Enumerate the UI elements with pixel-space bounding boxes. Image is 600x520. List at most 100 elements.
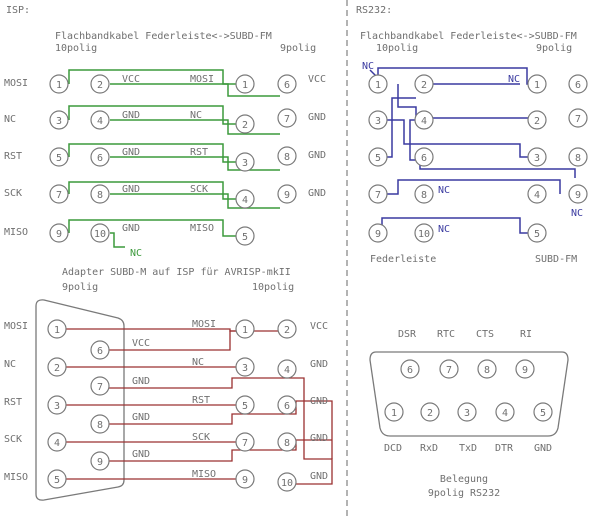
isp-wire-2 bbox=[110, 83, 280, 97]
isp-right-rst: RST bbox=[190, 147, 208, 158]
pinout-label-dtr: DTR bbox=[495, 443, 514, 454]
pinout-pin-2-label: 2 bbox=[427, 408, 433, 419]
isp-pin-8-label: 8 bbox=[97, 190, 103, 201]
rs232-sub-pin-8 bbox=[568, 147, 588, 167]
adapter-subd-pin-8 bbox=[90, 414, 110, 434]
adapter-title: Adapter SUBD-M auf ISP für AVRISP-mkII bbox=[62, 267, 291, 278]
isp-pin-7-label: 7 bbox=[56, 190, 62, 201]
adapter-end-gnd-10: GND bbox=[310, 471, 328, 482]
isp-subd-pin-3 bbox=[235, 152, 255, 172]
isp-pin-10 bbox=[90, 223, 110, 243]
rs232-fl-pin-9-label: 9 bbox=[375, 229, 381, 240]
adapter-mid-nc: NC bbox=[192, 357, 204, 368]
rs232-fl-pin-6 bbox=[414, 147, 434, 167]
isp-pin-4-label: 4 bbox=[97, 116, 103, 127]
rs232-fl-pin-7-label: 7 bbox=[375, 190, 381, 201]
adapter-end-gnd-4: GND bbox=[310, 359, 328, 370]
rs232-sub-pin-5 bbox=[527, 223, 547, 243]
rs232-fl-pin-3-label: 3 bbox=[375, 116, 381, 127]
isp-wire-5 bbox=[68, 143, 245, 163]
rs232-section-title: RS232: bbox=[356, 5, 392, 16]
isp-cable-title: Flachbandkabel Federleiste<->SUBD-FM bbox=[55, 31, 272, 42]
rs232-sub-pin-1 bbox=[527, 74, 547, 94]
rs232-nc-top-left: NC bbox=[362, 61, 374, 72]
isp-subd-pin-1 bbox=[235, 74, 255, 94]
adapter-isp-pin-5-label: 5 bbox=[242, 401, 248, 412]
isp-mid-vcc: VCC bbox=[122, 74, 140, 85]
rs232-sub-pin-7 bbox=[568, 108, 588, 128]
rs232-wire-4 bbox=[382, 119, 537, 158]
pinout-pin-6-label: 6 bbox=[407, 365, 413, 376]
isp-pin-9-label: 9 bbox=[56, 229, 62, 240]
adapter-isp-pin-6-label: 6 bbox=[284, 401, 290, 412]
adapter-bottom-gnd-9: GND bbox=[132, 449, 150, 460]
adapter-mid-miso: MISO bbox=[192, 469, 216, 480]
rs232-sub-pin-6 bbox=[568, 74, 588, 94]
isp-subd-pin-8-label: 8 bbox=[284, 152, 290, 163]
isp-subd-pin-7 bbox=[277, 108, 297, 128]
rs232-sub-pin-4 bbox=[527, 184, 547, 204]
pinout-label-dsr: DSR bbox=[398, 329, 417, 340]
rs232-wire-9 bbox=[381, 217, 537, 234]
pinout-pin-6 bbox=[400, 359, 420, 379]
rs232-footer-right: SUBD-FM bbox=[535, 254, 577, 265]
rs232-fl-pin-7 bbox=[368, 184, 388, 204]
isp-subd-pin-3-label: 3 bbox=[242, 158, 248, 169]
pinout-pin-7 bbox=[439, 359, 459, 379]
rs232-pinout-section: DSR RTC CTS RI 6 7 8 9 1 2 3 4 5 DCD RxD… bbox=[369, 329, 569, 499]
adapter-sig-nc: NC bbox=[4, 359, 16, 370]
adapter-isp-pin-7-label: 7 bbox=[242, 438, 248, 449]
rs232-fl-pin-4 bbox=[414, 110, 434, 130]
rs232-right-poles: 9polig bbox=[536, 43, 572, 54]
adapter-sig-miso: MISO bbox=[4, 472, 28, 483]
isp-mid-gnd-4: GND bbox=[122, 184, 140, 195]
isp-subd-pin-9 bbox=[277, 184, 297, 204]
isp-subd-pin-2 bbox=[235, 114, 255, 134]
rs232-sub-pin-1-label: 1 bbox=[534, 80, 540, 91]
rs232-footer-left: Federleiste bbox=[370, 254, 436, 265]
isp-subd-pin-6 bbox=[277, 74, 297, 94]
pinout-label-rxd: RxD bbox=[420, 443, 438, 454]
pinout-connector-outline bbox=[369, 351, 569, 437]
rs232-fl-pin-5 bbox=[368, 147, 388, 167]
adapter-isp-pin-3-label: 3 bbox=[242, 363, 248, 374]
isp-end-gnd-2: GND bbox=[308, 112, 326, 123]
adapter-subd-pin-5-label: 5 bbox=[54, 475, 60, 486]
rs232-fl-pin-8-label: 8 bbox=[421, 190, 427, 201]
isp-wire-3 bbox=[68, 105, 245, 125]
rs232-fl-pin-9 bbox=[368, 223, 388, 243]
isp-pin-5 bbox=[49, 147, 69, 167]
rs232-fl-pin-5-label: 5 bbox=[375, 153, 381, 164]
pinout-pin-2 bbox=[420, 402, 440, 422]
isp-section-title: ISP: bbox=[6, 5, 30, 16]
isp-pin-1 bbox=[49, 74, 69, 94]
rs232-section: RS232: Flachbandkabel Federleiste<->SUBD… bbox=[356, 5, 588, 265]
isp-subd-pin-4-label: 4 bbox=[242, 195, 248, 206]
isp-mid-gnd-5: GND bbox=[122, 223, 140, 234]
adapter-subd-pin-5 bbox=[47, 469, 67, 489]
isp-sig-rst: RST bbox=[4, 151, 22, 162]
adapter-sig-rst: RST bbox=[4, 397, 22, 408]
isp-right-miso: MISO bbox=[190, 223, 214, 234]
isp-right-sck: SCK bbox=[190, 184, 208, 195]
rs232-fl-pin-2-label: 2 bbox=[421, 80, 427, 91]
isp-wire-8 bbox=[110, 193, 280, 209]
adapter-isp-pin-3 bbox=[235, 357, 255, 377]
pinout-label-txd: TxD bbox=[459, 443, 477, 454]
adapter-sig-mosi: MOSI bbox=[4, 321, 28, 332]
pinout-pin-4 bbox=[495, 402, 515, 422]
rs232-sub-pin-4-label: 4 bbox=[534, 190, 540, 201]
adapter-subd-pin-1 bbox=[47, 319, 67, 339]
adapter-subd-pin-6-label: 6 bbox=[97, 346, 103, 357]
adapter-isp-pin-10 bbox=[277, 472, 297, 492]
adapter-isp-pin-7 bbox=[235, 432, 255, 452]
adapter-isp-pin-1-label: 1 bbox=[242, 325, 248, 336]
isp-nc-label: NC bbox=[130, 248, 142, 259]
rs232-fl-pin-4-label: 4 bbox=[421, 116, 427, 127]
rs232-left-poles: 10polig bbox=[376, 43, 418, 54]
isp-wire-7 bbox=[68, 181, 245, 200]
rs232-sub-pin-2-label: 2 bbox=[534, 116, 540, 127]
pinout-pin-3 bbox=[457, 402, 477, 422]
isp-section: ISP: Flachbandkabel Federleiste<->SUBD-F… bbox=[4, 5, 326, 259]
